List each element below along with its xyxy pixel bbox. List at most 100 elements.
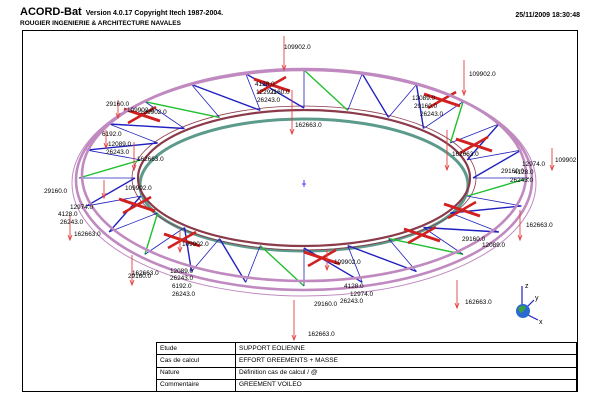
load-value-label: 12089.0 [108,141,132,148]
load-value-label: 29160.0 [106,101,130,108]
truss-member [303,69,349,111]
truss-member [472,149,522,179]
truss-member [108,212,158,233]
arrow-head [291,334,297,342]
load-value-label: 12089.0 [412,95,436,102]
arrow-head [177,246,183,254]
arrow-head [131,164,137,172]
truss-member [347,73,363,111]
truss-member [388,238,417,272]
load-value-label: 109902.0 [284,44,311,51]
arrow-head [289,128,295,136]
load-value-label: 29160.0 [128,273,152,280]
truss-member [191,238,220,272]
reinforced-beam [407,225,437,245]
truss-member [108,123,158,144]
truss-member [467,177,530,197]
truss-member [144,227,185,255]
etude-label: Etude [156,341,236,356]
axis-triad: z y x [516,283,543,326]
truss-member [78,159,141,179]
truss-member [86,177,136,207]
load-value-label: 26243.0 [172,291,196,298]
arrow-head [324,264,330,272]
reinforced-beam [167,230,197,250]
title-block-row: Nature Définition cas de calcul / @ [156,366,577,380]
drawing-frame [22,30,578,392]
load-value-label: 29160.0 [414,103,438,110]
truss-member [86,142,158,151]
truss-member [467,195,522,207]
load-value-label: 29160.0 [44,188,68,195]
load-value-label: 109902.0 [334,259,361,266]
load-value-label: 109902.0 [127,107,154,114]
comment-value: GREEMENT VOILEO [235,378,577,393]
load-value-label: 109902.0 [182,241,209,248]
truss-member [144,212,159,255]
reinforced-beam [122,195,152,215]
truss-member [183,227,193,272]
load-value-label: 162663.0 [452,151,479,158]
load-value-label: 26243.0 [106,149,130,156]
truss-member [347,245,363,283]
reinforced-beam [307,248,337,268]
load-value-label: 26243.0 [257,97,281,104]
arrow-head [549,164,555,172]
load-value-label: 1229.0 [256,89,276,96]
truss-member [361,73,390,118]
load-value-label: 26243.0 [510,177,534,184]
origin-marker [302,180,306,187]
axis-label-z: z [525,283,529,290]
structure-drawing: 109902.0109902.0109902.0109902.0109902.0… [44,36,578,342]
load-value-label: 4128.0 [344,283,364,290]
load-value-label: 162663.0 [137,156,164,163]
load-value-label: 12974.0 [522,161,546,168]
truss-lattice [78,69,530,287]
truss-member [191,83,261,112]
title-block-row: Commentaire GREEMENT VOILEO [156,378,577,393]
arrow-head [461,89,467,97]
axis-label-y: y [535,295,539,302]
truss-member [86,195,141,207]
truss-member [388,84,417,118]
load-value-label: 162663.0 [132,270,159,277]
arrow-head [281,64,287,72]
truss-member [450,205,522,214]
truss-member [347,244,417,273]
arrow-head [67,234,73,242]
load-value-label: 162663.0 [295,122,322,129]
load-case-label: Cas de calcul [156,354,236,368]
load-value-label: 4128.0 [255,81,275,88]
load-value-label: 2160.0 [270,89,290,96]
truss-member [259,245,305,287]
load-value-label: 109902.0 [469,71,496,78]
nature-label: Nature [156,366,236,380]
arrow-head [517,234,523,242]
load-value-label: 109902.0 [555,157,578,164]
load-value-label: 29160.0 [501,168,525,175]
load-value-label: 12089.0 [482,242,506,249]
load-value-label: 109902.0 [140,109,167,116]
truss-member [86,149,141,161]
truss-member [388,237,464,256]
truss-member [108,195,142,233]
load-value-label: 26243.0 [340,298,364,305]
etude-value: SUPPORT EOLIENNE [235,341,577,356]
load-value-label: 162663.0 [74,231,101,238]
arrow-head [444,164,450,172]
app-name: ACORD-Bat [20,6,82,18]
load-value-label: 12974.0 [70,204,94,211]
reinforced-beam [447,200,477,220]
truss-member [109,123,185,130]
truss-member [466,123,500,161]
arrow-head [101,192,107,200]
load-value-label: 26243.0 [170,275,194,282]
load-value-label: 4128.0 [514,169,534,176]
nature-value: Définition cas de calcul / @ [235,366,577,380]
reinforced-beam [257,75,287,95]
arrow-head [129,279,135,287]
load-value-label: 4128.0 [58,211,78,218]
load-arrows: 109902.0109902.0109902.0109902.0109902.0… [44,36,578,342]
